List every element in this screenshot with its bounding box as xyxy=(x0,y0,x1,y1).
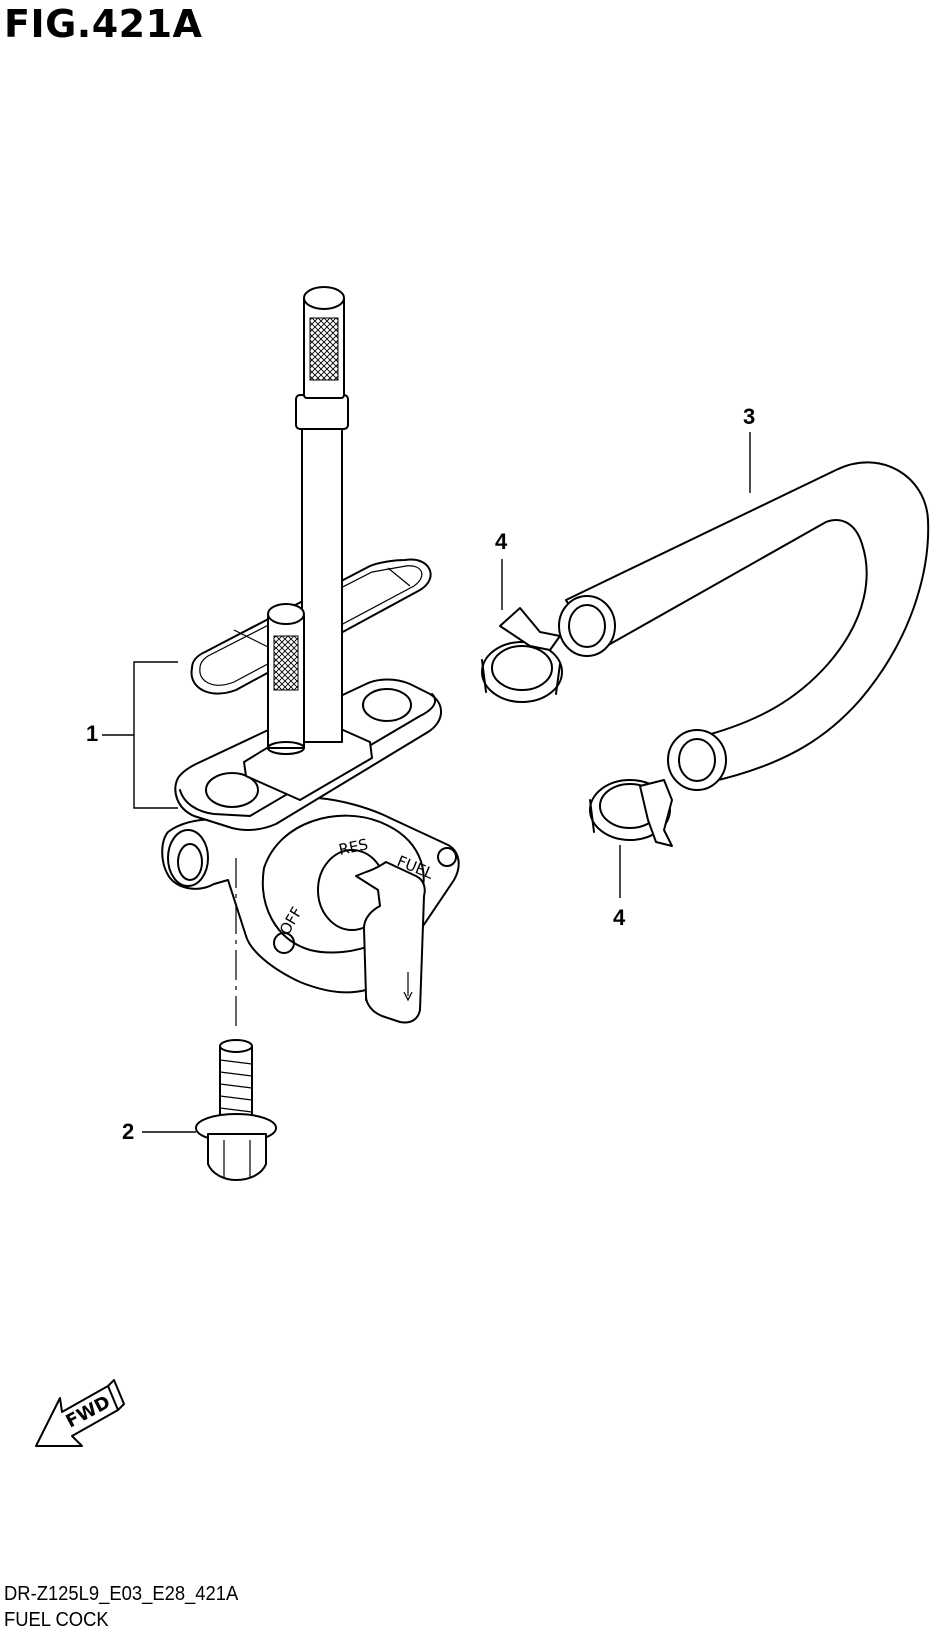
callout-part-2: 2 xyxy=(122,1119,135,1144)
callout-part-1: 1 xyxy=(86,721,99,746)
forward-direction-arrow: FWD xyxy=(35,1379,125,1447)
section-name: FUEL COCK xyxy=(4,1609,109,1631)
flange-bolt xyxy=(142,1039,277,1181)
callout-part-4-upper: 4 xyxy=(495,529,508,554)
hose-clamp-upper xyxy=(481,559,563,703)
callout-part-3: 3 xyxy=(743,404,756,429)
model-code: DR-Z125L9_E03_E28_421A xyxy=(4,1583,239,1605)
callout-part-4-lower: 4 xyxy=(613,905,626,930)
fuel-cock-assembly: OFF RES FUEL xyxy=(102,286,460,1030)
o-ring-gasket xyxy=(190,558,432,695)
fuel-hose xyxy=(558,432,930,791)
hose-clamp-lower xyxy=(589,779,673,898)
figure-title: FIG.421A xyxy=(4,2,203,46)
standpipe xyxy=(301,423,343,743)
res-label: RES xyxy=(337,835,370,859)
callout-1-bracket xyxy=(102,661,178,809)
